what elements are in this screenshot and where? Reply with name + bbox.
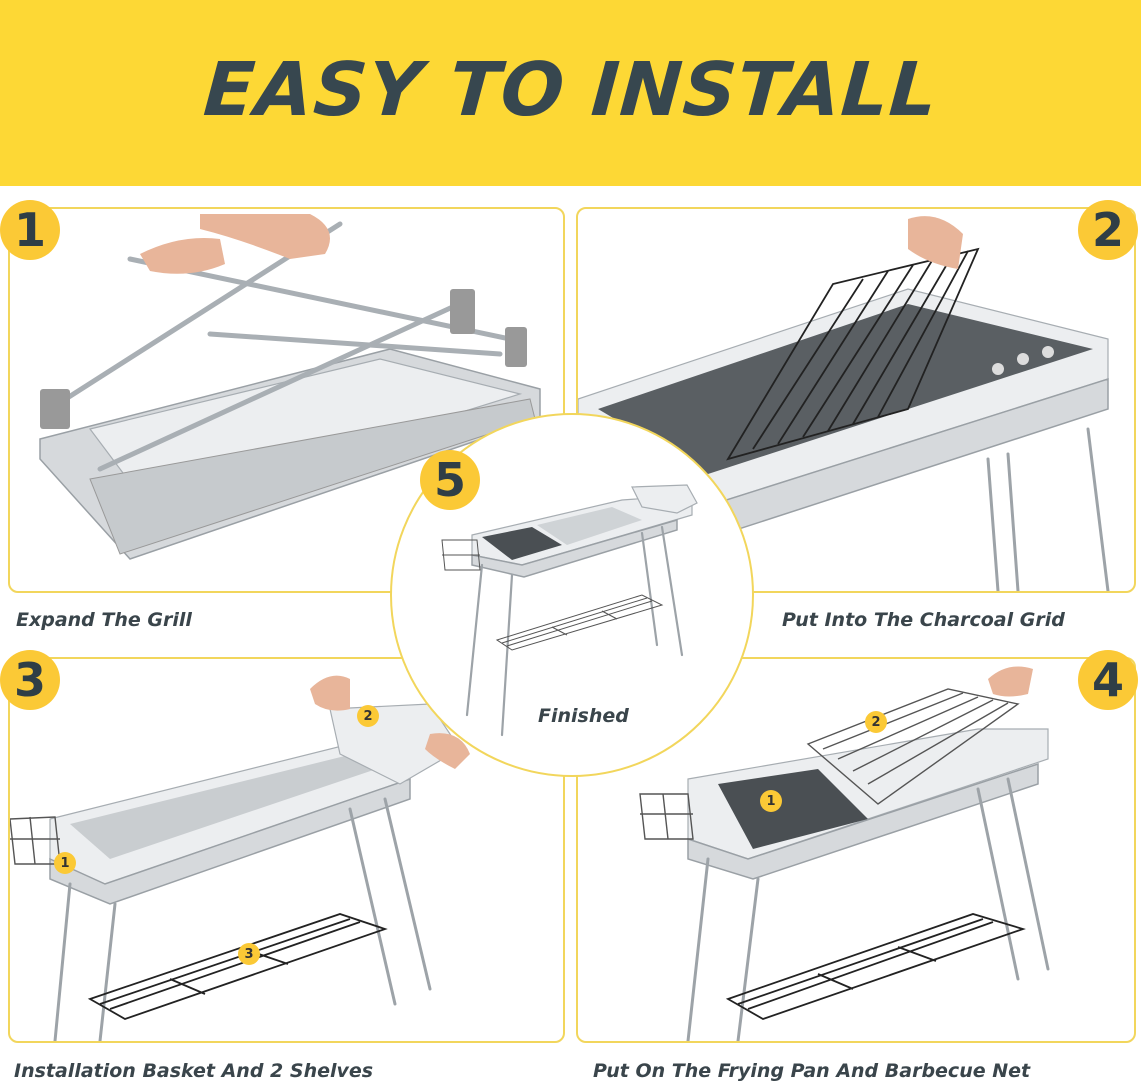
callout-side-shelf: 2	[357, 705, 379, 727]
step-4-badge: 4	[1078, 650, 1138, 710]
step-1-badge: 1	[0, 200, 60, 260]
header-banner: EASY TO INSTALL	[0, 0, 1141, 186]
grill-folded-illustration	[39, 214, 541, 560]
finished-grill-illustration	[441, 484, 698, 737]
step-1-caption: Expand The Grill	[16, 609, 192, 631]
step-4-caption: Put On The Frying Pan And Barbecue Net	[593, 1060, 1031, 1082]
callout-bottom-shelf: 3	[238, 943, 260, 965]
step-5-caption: Finished	[538, 705, 629, 727]
step-5-badge: 5	[420, 450, 480, 510]
step-2-caption: Put Into The Charcoal Grid	[782, 609, 1065, 631]
step-3-panel: 1 2 3	[8, 657, 565, 1043]
callout-barbecue-net: 2	[865, 711, 887, 733]
step-3-caption: Installation Basket And 2 Shelves	[14, 1060, 374, 1082]
page-title: EASY TO INSTALL	[200, 47, 941, 133]
basket-shelves-illustration	[10, 675, 470, 1041]
frying-pan-net-illustration	[639, 666, 1050, 1041]
step-1-panel	[8, 207, 565, 593]
charcoal-grid-illustration	[578, 216, 1110, 591]
callout-frying-pan: 1	[760, 790, 782, 812]
step-2-badge: 2	[1078, 200, 1138, 260]
step-3-badge: 3	[0, 650, 60, 710]
callout-basket: 1	[54, 852, 76, 874]
